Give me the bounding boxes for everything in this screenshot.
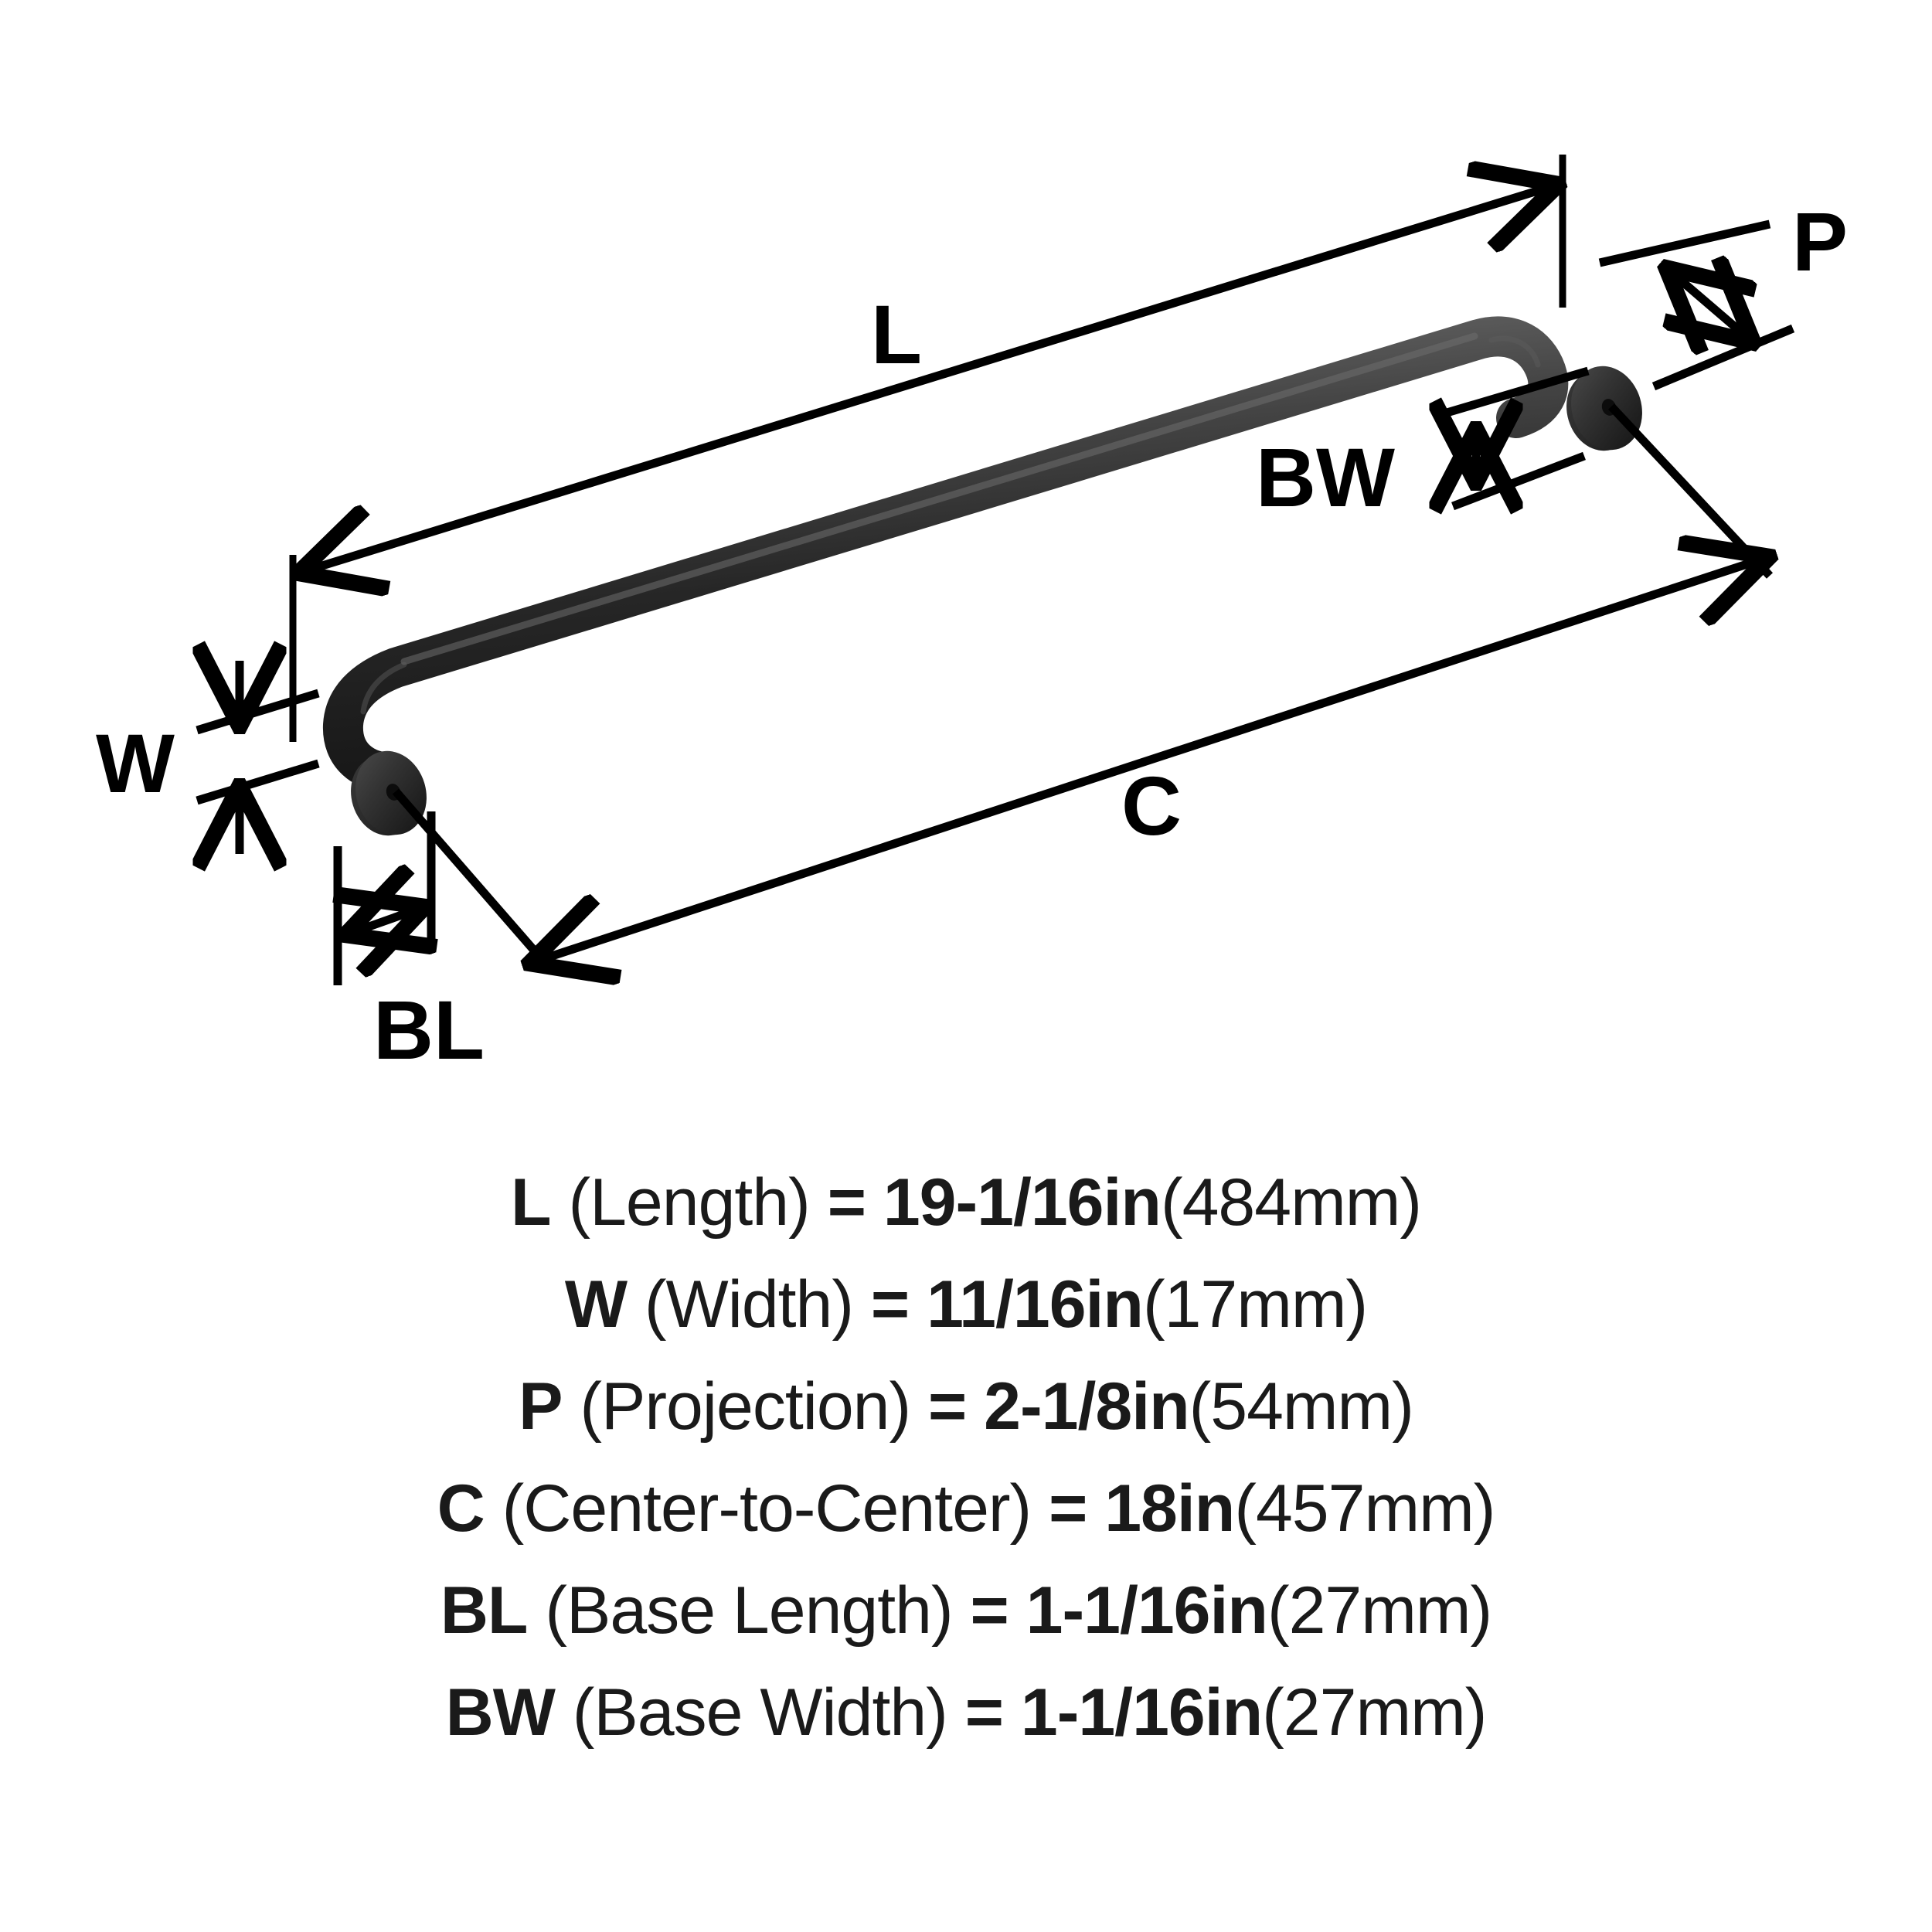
dimension-label-BW: BW	[1256, 430, 1395, 524]
spec-imperial-BL: 1-1/16in	[1026, 1573, 1268, 1648]
C-dimension-line	[533, 558, 1766, 962]
BL-dimension-line	[349, 908, 421, 934]
dimension-BL: BL	[338, 811, 485, 1077]
spec-metric-C: (457mm)	[1234, 1471, 1495, 1546]
spec-row-width: W (Width) = 11/16in(17mm)	[0, 1253, 1932, 1355]
dimension-label-W: W	[96, 716, 175, 810]
dimension-label-C: C	[1121, 759, 1182, 852]
dimension-label-P: P	[1792, 195, 1848, 288]
spec-code-L: L	[511, 1165, 552, 1240]
spec-row-projection: P (Projection) = 2-1/8in(54mm)	[0, 1355, 1932, 1458]
dimension-W: W	[96, 661, 320, 854]
P-extension-upper	[1598, 219, 1771, 267]
spec-metric-BW: (27mm)	[1262, 1675, 1487, 1750]
spec-row-base-width: BW (Base Width) = 1-1/16in(27mm)	[0, 1662, 1932, 1764]
spec-equals-BW: =	[964, 1675, 1004, 1750]
handle-bar	[322, 316, 1569, 793]
C-leader-right	[1607, 403, 1774, 579]
C-leader-left	[392, 788, 545, 961]
left-bend-highlight	[360, 662, 407, 715]
spec-code-C: C	[437, 1471, 485, 1546]
dimension-P: P	[1598, 195, 1848, 391]
handle-technical-drawing: L W P	[96, 155, 1848, 1077]
dimension-BW: BW	[1256, 366, 1590, 524]
spec-name-L: (Length)	[568, 1165, 810, 1240]
spec-code-BW: BW	[445, 1675, 556, 1750]
spec-metric-BL: (27mm)	[1267, 1573, 1492, 1648]
spec-imperial-BW: 1-1/16in	[1020, 1675, 1263, 1750]
dimension-label-L: L	[871, 287, 922, 381]
W-extension-upper	[196, 689, 320, 735]
dimension-C: C	[392, 403, 1774, 962]
W-extension-lower	[196, 759, 320, 805]
spec-equals-W: =	[870, 1267, 910, 1342]
L-dimension-line	[302, 185, 1555, 572]
spec-row-center-to-center: C (Center-to-Center) = 18in(457mm)	[0, 1458, 1932, 1560]
spec-name-W: (Width)	[644, 1267, 854, 1342]
spec-metric-P: (54mm)	[1189, 1369, 1414, 1444]
spec-metric-W: (17mm)	[1142, 1267, 1368, 1342]
spec-name-P: (Projection)	[580, 1369, 911, 1444]
spec-imperial-C: 18in	[1104, 1471, 1235, 1546]
spec-imperial-W: 11/16in	[927, 1267, 1144, 1342]
spec-imperial-L: 19-1/16in	[883, 1165, 1162, 1240]
spec-code-BL: BL	[440, 1573, 529, 1648]
spec-row-length: L (Length) = 19-1/16in(484mm)	[0, 1151, 1932, 1253]
spec-equals-C: =	[1049, 1471, 1087, 1546]
dimension-label-BL: BL	[373, 983, 485, 1077]
spec-name-C: (Center-to-Center)	[502, 1471, 1032, 1546]
spec-equals-P: =	[928, 1369, 967, 1444]
spec-code-W: W	[564, 1267, 628, 1342]
spec-imperial-P: 2-1/8in	[984, 1369, 1189, 1444]
spec-metric-L: (484mm)	[1160, 1165, 1422, 1240]
left-base-cap	[351, 750, 427, 836]
spec-name-BL: (Base Length)	[545, 1573, 953, 1648]
P-extension-lower	[1651, 324, 1795, 391]
spec-equals-L: =	[827, 1165, 866, 1240]
specification-list: L (Length) = 19-1/16in(484mm) W (Width) …	[0, 1151, 1932, 1764]
P-dimension-line	[1669, 270, 1750, 340]
dimension-L: L	[293, 155, 1563, 742]
spec-equals-BL: =	[970, 1573, 1009, 1648]
spec-name-BW: (Base Width)	[572, 1675, 948, 1750]
spec-code-P: P	[519, 1369, 563, 1444]
spec-row-base-length: BL (Base Length) = 1-1/16in(27mm)	[0, 1560, 1932, 1662]
